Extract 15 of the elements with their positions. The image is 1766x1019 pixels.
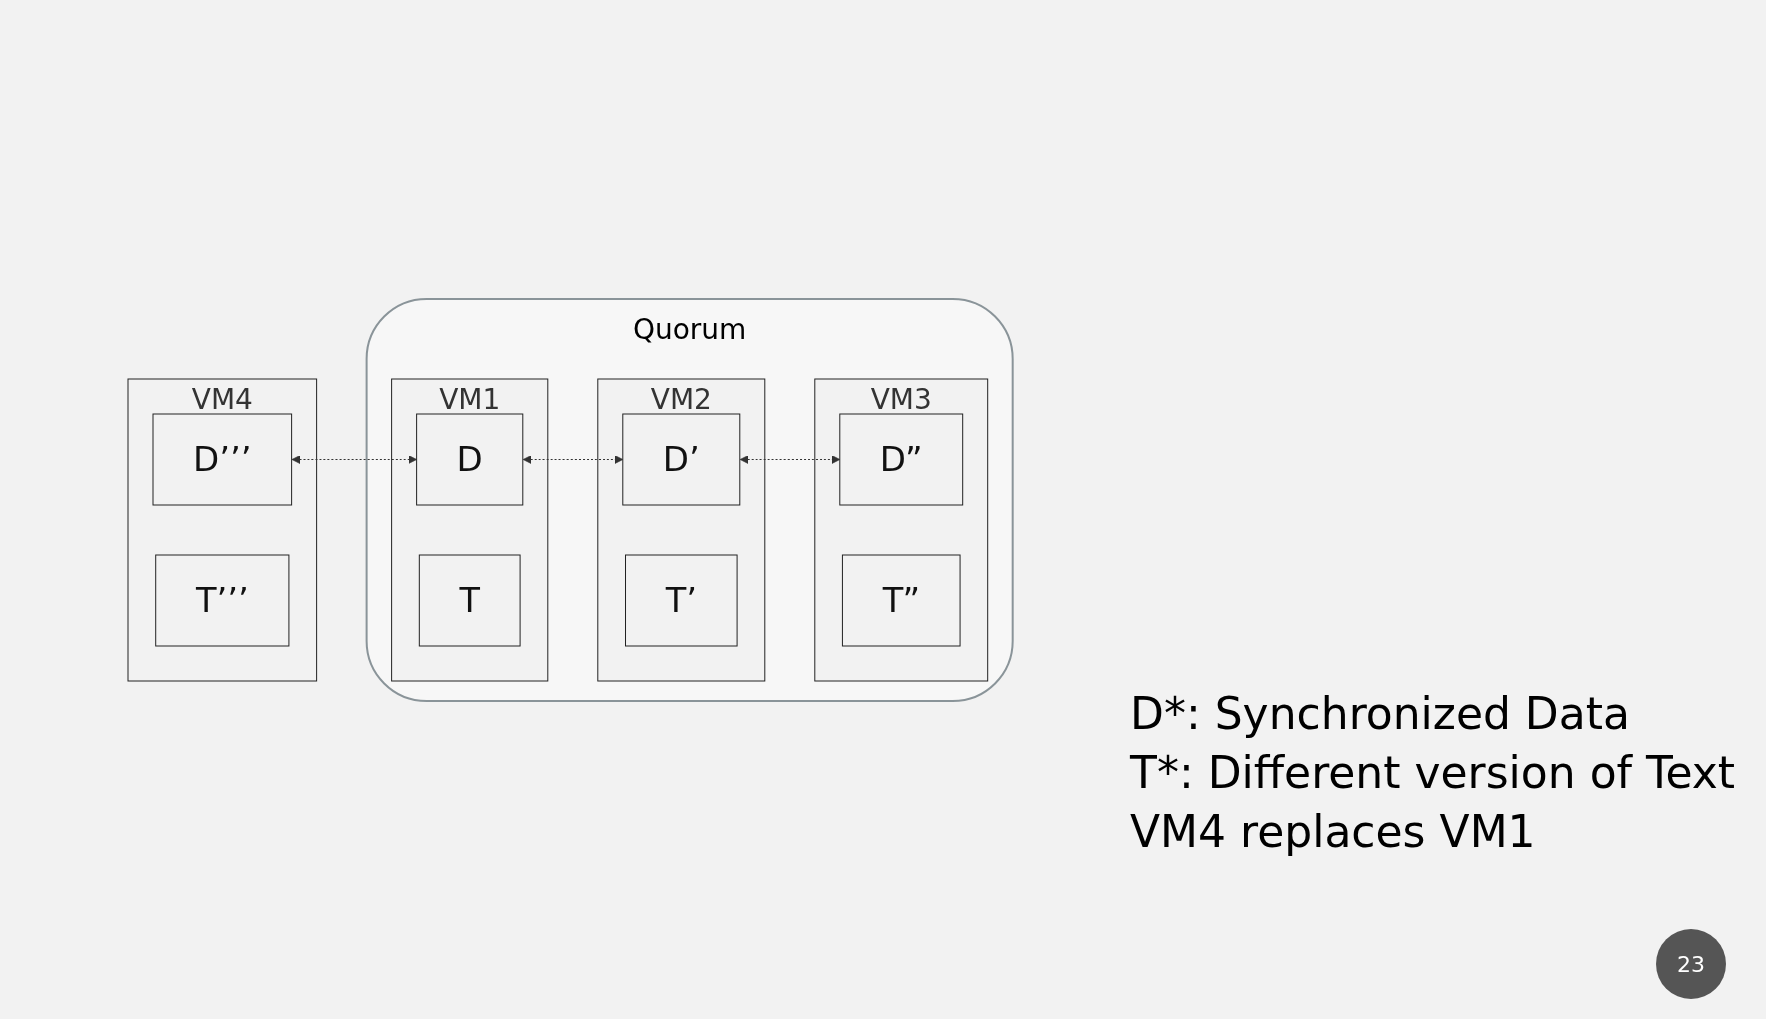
node-box: D’ xyxy=(621,413,740,506)
page-number: 23 xyxy=(1656,929,1726,999)
node-box: T” xyxy=(841,554,961,647)
node-box: T’’’ xyxy=(154,554,290,647)
node-box: D’’’ xyxy=(152,413,292,506)
node-box: D xyxy=(415,413,523,506)
note-text: VM4 replaces VM1 xyxy=(1130,806,1536,857)
node-box: T xyxy=(418,554,521,647)
node-box: D” xyxy=(838,413,963,506)
note-text: D*: Synchronized Data xyxy=(1130,688,1630,739)
note-text: T*: Different version of Text xyxy=(1130,747,1736,798)
arrow xyxy=(522,455,623,464)
arrow xyxy=(291,455,417,464)
node-box: T’ xyxy=(624,554,738,647)
arrow xyxy=(739,455,840,464)
